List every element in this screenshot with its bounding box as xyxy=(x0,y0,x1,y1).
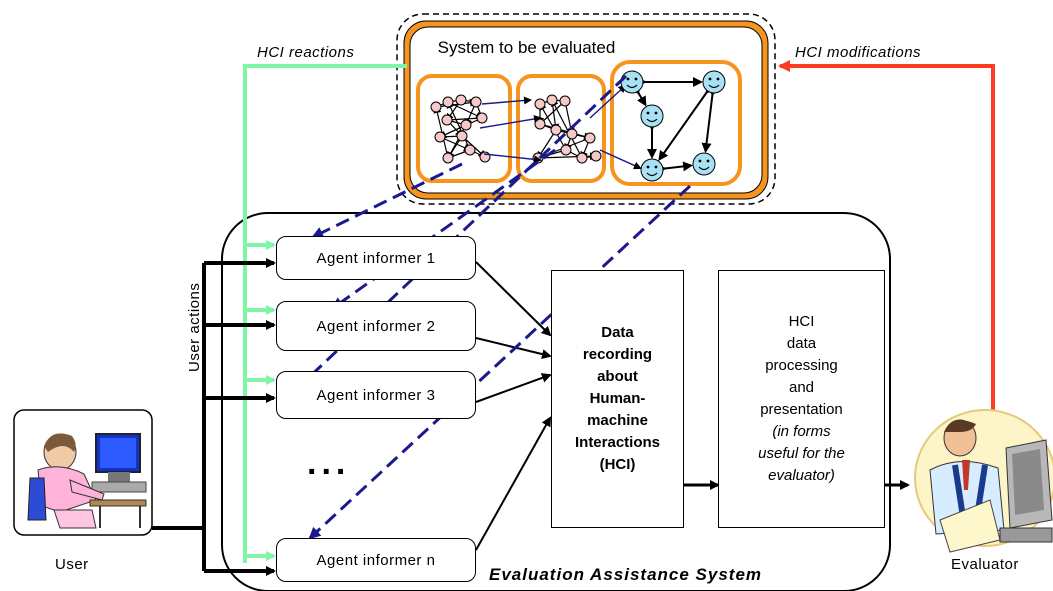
hci-processing-line: data xyxy=(786,335,817,352)
hci-processing-line: processing xyxy=(765,357,838,374)
data-recording-line: Human- xyxy=(589,390,646,407)
small-agent-icon xyxy=(460,119,472,131)
big-agents-cluster xyxy=(620,70,726,182)
agent-link xyxy=(658,83,716,162)
evaluator-label: Evaluator xyxy=(951,556,1019,573)
hci-processing-line: and xyxy=(788,379,815,396)
monitor-arrow-1 xyxy=(311,162,463,239)
hci-processing-line: HCI xyxy=(788,313,815,330)
data-recording-line: machine xyxy=(587,412,648,429)
monitor-arrow-2 xyxy=(331,148,556,310)
data-recording-line: Interactions xyxy=(574,434,661,451)
smiley-agent-icon xyxy=(692,152,716,176)
data-recording-line: (HCI) xyxy=(599,456,636,473)
agent-informer-1[interactable]: Agent informer 1 xyxy=(276,236,476,280)
agent-link xyxy=(701,86,719,154)
smiley-agent-icon xyxy=(620,70,644,94)
inter-group-link xyxy=(589,84,627,119)
agent1-to-recording xyxy=(475,261,552,337)
small-agent-icon xyxy=(434,131,446,143)
inter-group-link xyxy=(599,149,642,170)
small-agent-icon xyxy=(560,144,572,156)
small-agent-icon xyxy=(455,94,467,106)
ellipsis: ... xyxy=(307,444,351,482)
agent-link xyxy=(446,117,483,121)
small-agent-icon xyxy=(456,130,468,142)
hci-reactions-label: HCI reactions xyxy=(257,44,355,61)
smiley-agent-icon xyxy=(640,104,664,128)
hci-processing-note-line: evaluator) xyxy=(768,467,835,484)
agent-group-2 xyxy=(516,74,606,183)
agentn-to-recording xyxy=(475,416,551,551)
agent-link xyxy=(656,161,694,175)
small-agent-icon xyxy=(566,128,578,140)
system-frame-outline-inner xyxy=(409,26,763,194)
small-agents-cluster xyxy=(430,84,642,170)
agent3-to-recording xyxy=(475,373,552,403)
small-agent-icon xyxy=(464,144,476,156)
agent-group-3 xyxy=(610,60,742,186)
monitor-arrow-n xyxy=(308,184,692,540)
system-frame-outline-outer xyxy=(403,20,769,200)
system-dashed-frame xyxy=(396,13,776,205)
evaluator-illustration xyxy=(914,409,1053,553)
small-agent-icon xyxy=(550,124,562,136)
agent-group-1 xyxy=(416,74,512,183)
small-agent-icon xyxy=(534,98,546,110)
small-agent-icon xyxy=(430,101,442,113)
agent-link xyxy=(539,100,566,125)
agent-link xyxy=(536,129,557,160)
system-title: System to be evaluated xyxy=(437,38,616,57)
small-agent-icon xyxy=(470,96,482,108)
small-agent-icon xyxy=(590,150,602,162)
small-agent-icon xyxy=(584,132,596,144)
small-agent-icon xyxy=(559,95,571,107)
agent-link xyxy=(630,83,647,107)
agent-informer-n[interactable]: Agent informer n xyxy=(276,538,476,582)
user-actions-label: User actions xyxy=(186,282,203,372)
hci-processing-box[interactable]: HCI data processing and presentation (in form… xyxy=(718,270,885,528)
smiley-agent-icon xyxy=(702,70,726,94)
inter-group-link xyxy=(481,96,532,105)
small-agent-icon xyxy=(534,118,546,130)
small-agent-icon xyxy=(442,152,454,164)
small-agent-icon xyxy=(441,114,453,126)
small-agent-icon xyxy=(442,96,454,108)
hci-processing-note-line: (in forms xyxy=(772,423,831,440)
hci-processing-note-line: useful for the xyxy=(758,445,845,462)
small-agent-icon xyxy=(546,94,558,106)
agent2-to-recording xyxy=(475,337,552,359)
eas-title: Evaluation Assistance System xyxy=(489,565,763,584)
eas-container xyxy=(221,212,891,591)
agent-link xyxy=(551,98,583,159)
user-illustration xyxy=(13,409,153,536)
monitor-arrow-3 xyxy=(300,74,628,386)
hci-modifications-arrow xyxy=(778,60,995,410)
inter-group-link xyxy=(483,153,542,164)
inter-group-link xyxy=(479,115,542,129)
agent-link xyxy=(446,100,471,151)
system-frame xyxy=(404,21,768,199)
hci-processing-line: presentation xyxy=(760,401,843,418)
agent-informer-2[interactable]: Agent informer 2 xyxy=(276,301,476,351)
data-recording-line: about xyxy=(597,368,638,385)
data-recording-line: Data xyxy=(601,324,634,341)
smiley-agent-icon xyxy=(640,158,664,182)
agent-link xyxy=(435,98,478,108)
agent-informer-3[interactable]: Agent informer 3 xyxy=(276,371,476,419)
small-agent-icon xyxy=(576,152,588,164)
hci-modifications-label: HCI modifications xyxy=(795,44,922,61)
user-label: User xyxy=(55,556,89,573)
small-agent-icon xyxy=(476,112,488,124)
data-recording-line: recording xyxy=(582,346,653,363)
